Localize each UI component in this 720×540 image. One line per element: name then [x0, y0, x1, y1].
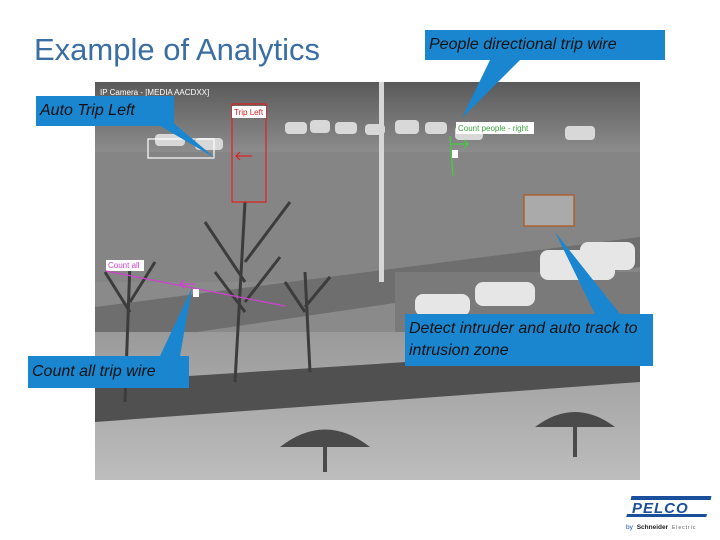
road	[95, 237, 640, 347]
callout-count-all: Count all trip wire	[28, 356, 189, 388]
umbrellas	[280, 412, 615, 472]
pelco-logo: PELCO by Schneider Electric	[620, 494, 712, 534]
camera-scene	[95, 82, 640, 480]
slide-title: Example of Analytics	[34, 32, 321, 67]
logo-byline-prefix: by	[626, 524, 634, 531]
light-pole	[379, 82, 384, 282]
callout-people-directional: People directional trip wire	[425, 30, 665, 60]
logo-byline-suffix: Electric	[672, 525, 696, 531]
callout-intruder: Detect intruder and auto track to intrus…	[405, 314, 653, 366]
pelco-logo-graphic: PELCO by Schneider Electric	[626, 496, 712, 531]
svg-text:by Schneider Elect: by Schneider Electric	[626, 524, 696, 531]
pelco-logo-text: PELCO	[632, 500, 689, 517]
camera-image	[95, 82, 640, 480]
logo-byline-company: Schneider	[637, 524, 669, 531]
callout-auto-trip-left: Auto Trip Left	[36, 96, 174, 126]
